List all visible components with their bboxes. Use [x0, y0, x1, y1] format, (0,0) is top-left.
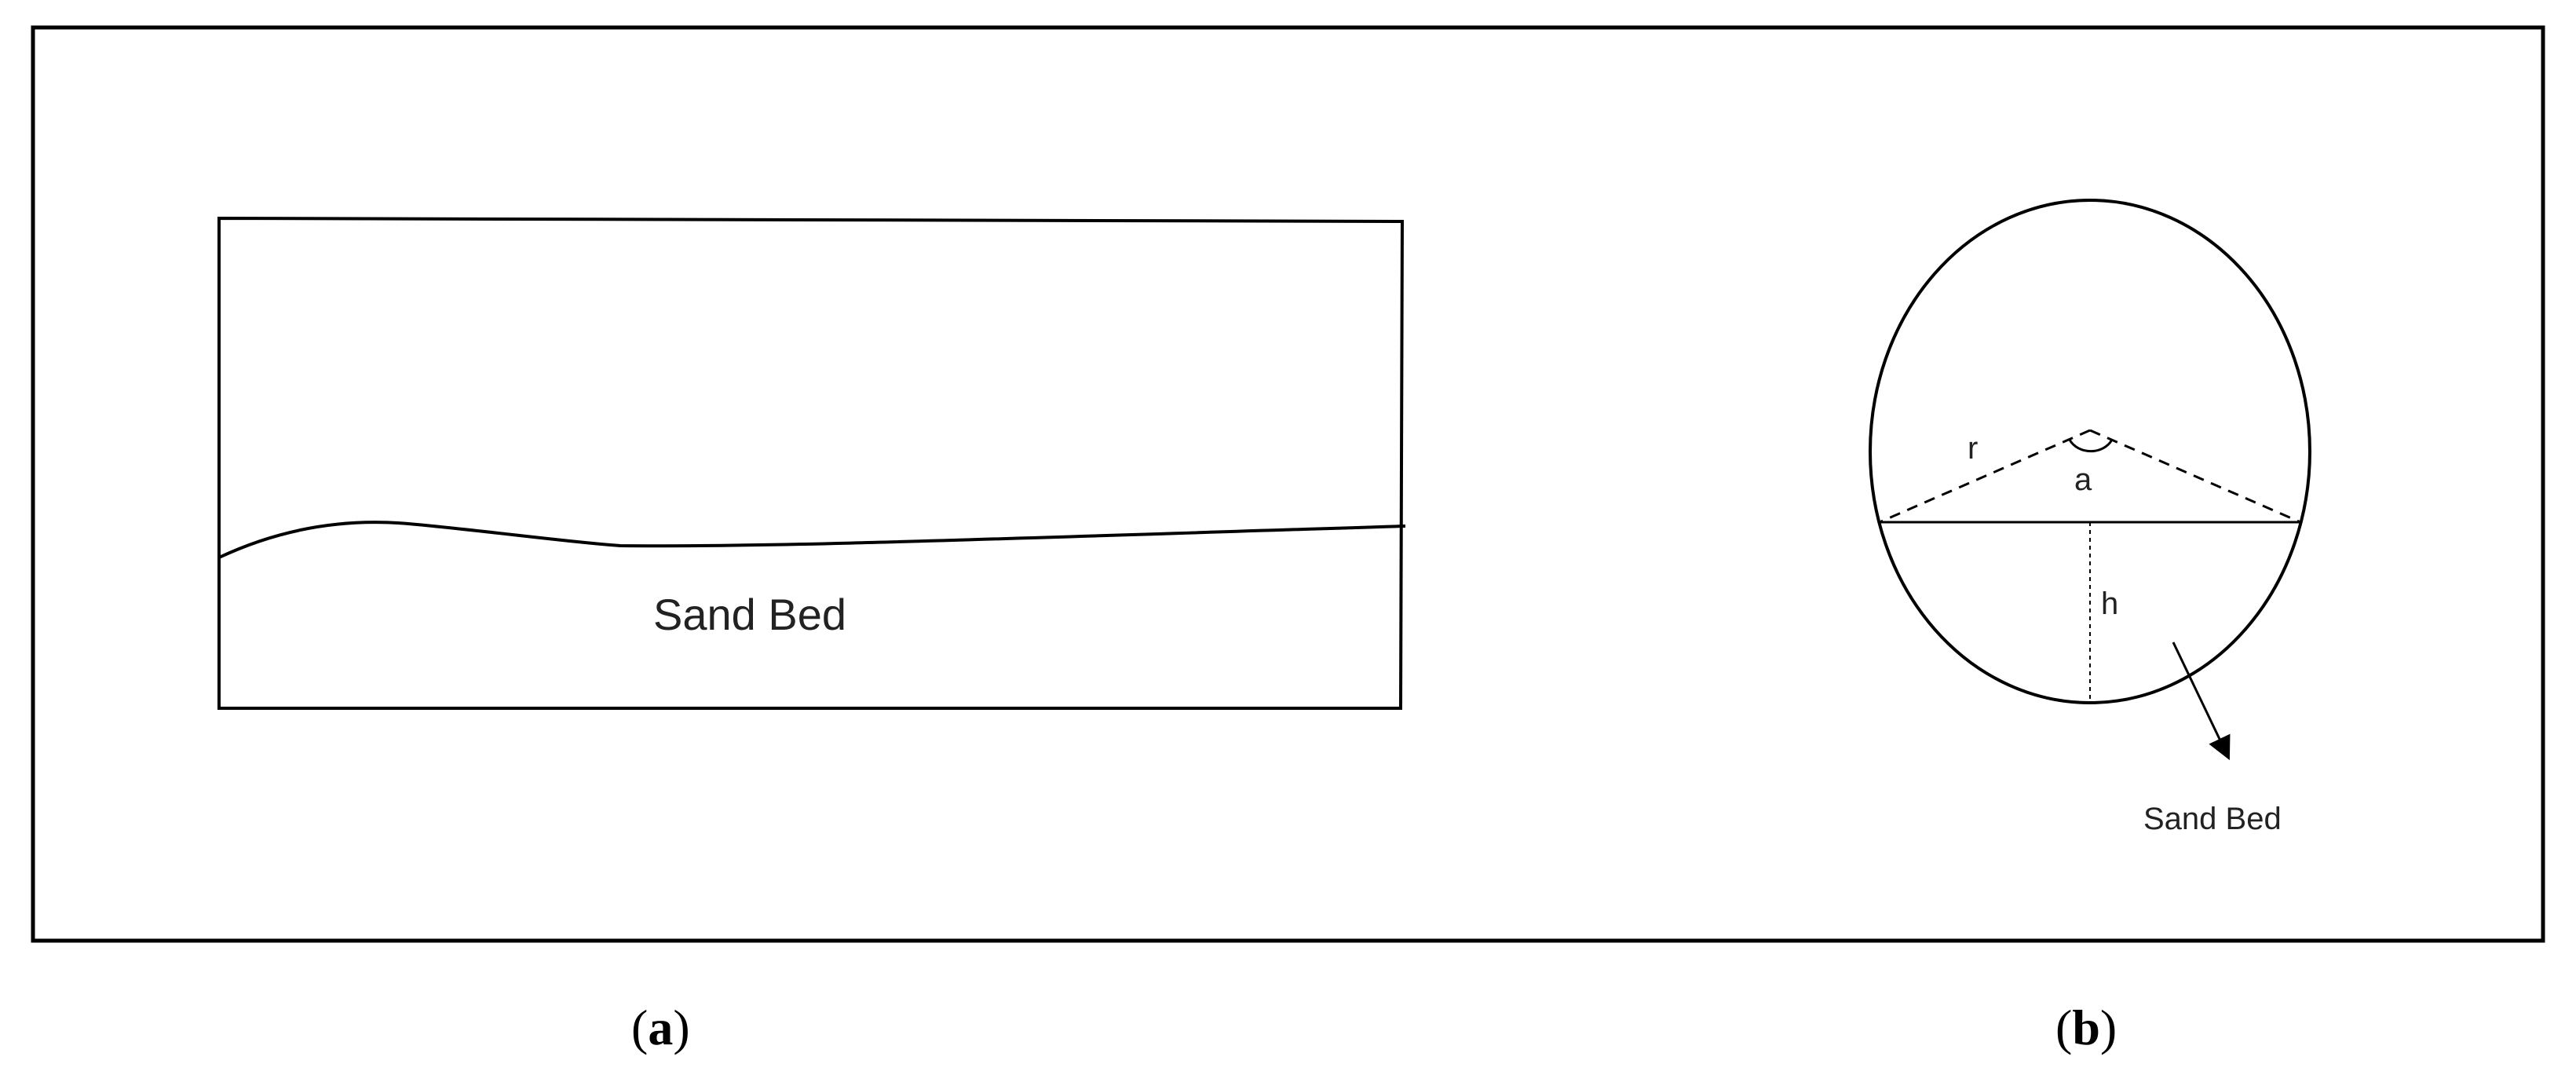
sand-bed-surface-curve [218, 521, 1406, 559]
sand-bed-label-b: Sand Bed [2143, 802, 2282, 836]
panel-a-caption: (a) [631, 1000, 690, 1055]
panel-b: r a h Sand Bed (b) [1869, 199, 2311, 1055]
radius-line-right [2089, 429, 2301, 524]
angle-arc [2068, 439, 2114, 453]
panel-b-caption: (b) [2055, 1000, 2117, 1055]
sand-bed-label-a: Sand Bed [653, 590, 846, 639]
angle-label: a [2074, 462, 2092, 497]
height-label: h [2101, 587, 2118, 621]
sand-bed-pointer-arrow [2172, 642, 2231, 761]
pipe-cross-section-circle [1869, 199, 2311, 704]
radius-label: r [1968, 431, 1978, 466]
figure-frame [31, 25, 2545, 943]
radius-line-left [1879, 429, 2091, 524]
pipe-longitudinal-section [217, 216, 1405, 710]
panel-a: Sand Bed (a) [217, 216, 1406, 1055]
